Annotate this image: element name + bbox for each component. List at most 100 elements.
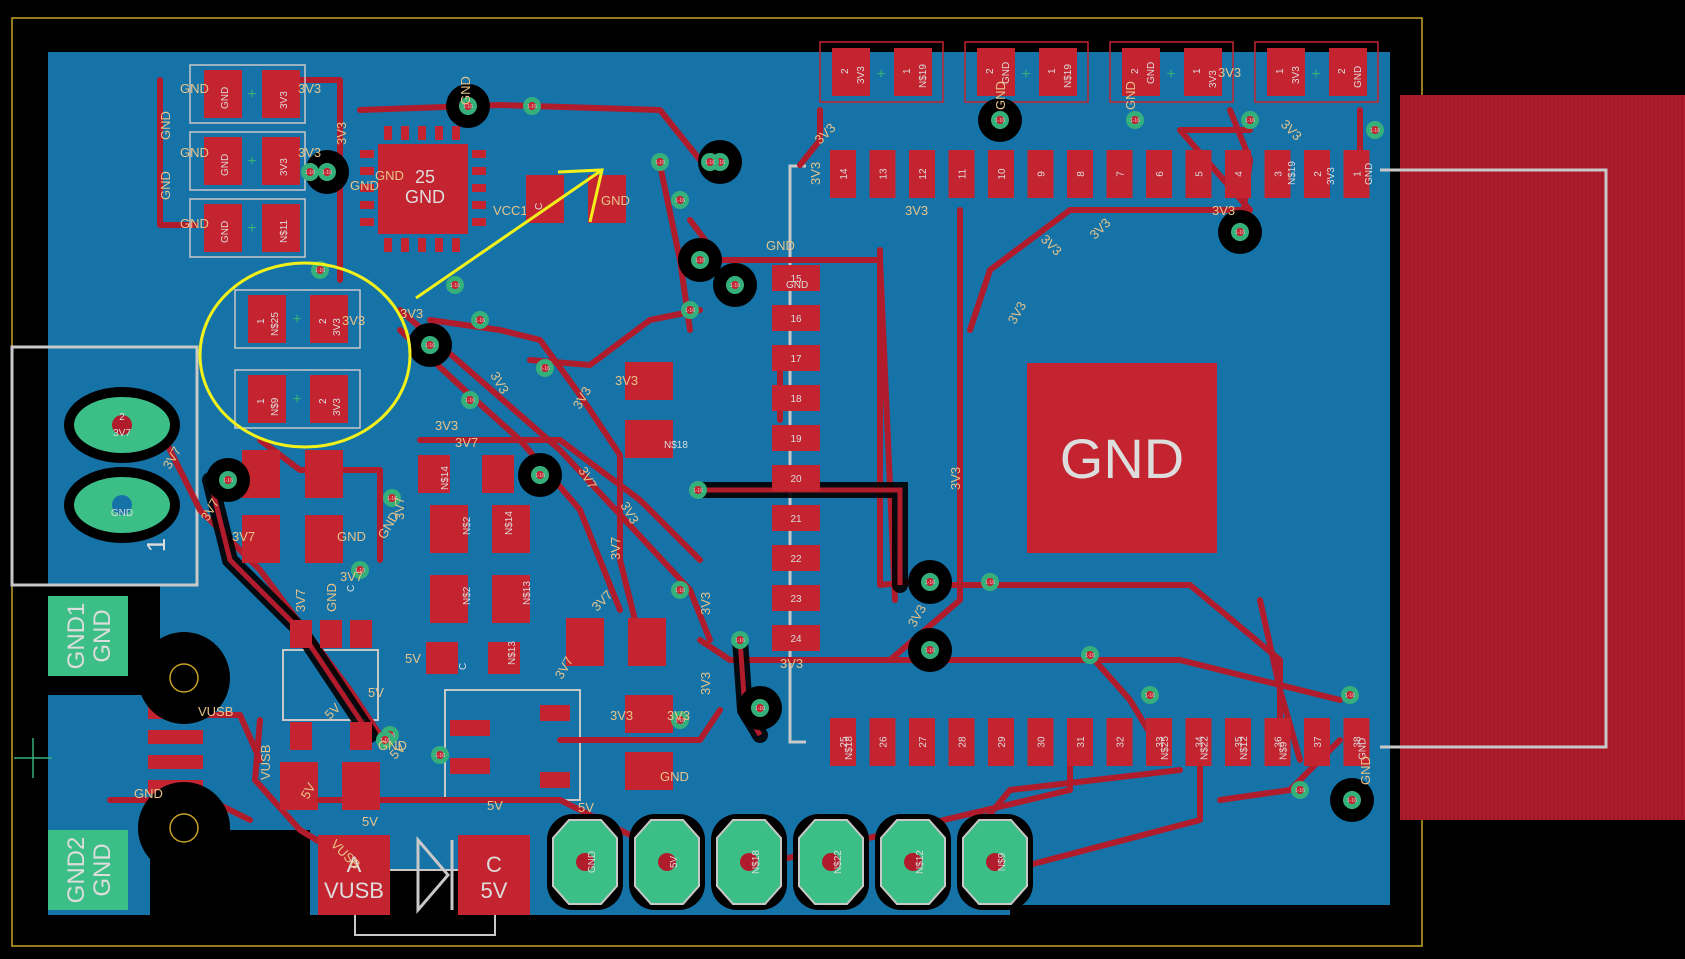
- svg-text:N$9: N$9: [1279, 741, 1290, 760]
- svg-text:+: +: [247, 86, 256, 103]
- svg-text:N$9: N$9: [270, 397, 281, 416]
- top-header-pin-8: 8: [1067, 150, 1093, 198]
- svg-text:1-16: 1-16: [527, 104, 537, 110]
- gnd1-pad[interactable]: [48, 596, 128, 676]
- smd-parts: [148, 175, 673, 810]
- via: 1-16: [351, 561, 369, 579]
- bottom-connector-pin-6[interactable]: N$9: [957, 814, 1033, 910]
- svg-text:GND: GND: [1364, 163, 1375, 185]
- via: 1-16: [206, 458, 250, 502]
- net-label: GND: [1123, 81, 1138, 110]
- connector-pin2-num: 2: [119, 412, 125, 423]
- svg-text:1-16: 1-16: [475, 318, 485, 324]
- net-label: 5V: [298, 780, 319, 802]
- svg-text:N$11: N$11: [279, 219, 290, 243]
- svg-text:1-16: 1-16: [655, 160, 665, 166]
- connector-hole: [112, 495, 132, 515]
- svg-text:7: 7: [1116, 171, 1127, 177]
- svg-text:33: 33: [1155, 736, 1166, 748]
- svg-text:1-16: 1-16: [755, 706, 765, 712]
- svg-text:1: 1: [1353, 171, 1364, 177]
- net-label: 3V3: [400, 306, 423, 321]
- via: 1-16: [376, 731, 394, 749]
- svg-text:1-16: 1-16: [1130, 118, 1140, 124]
- diode-cathode-letter: C: [486, 852, 502, 877]
- annotation-circle: [198, 261, 412, 449]
- svg-text:+: +: [292, 391, 301, 408]
- net-label: 3V3: [298, 145, 321, 160]
- svg-text:+: +: [292, 311, 301, 328]
- svg-text:1-16: 1-16: [463, 104, 473, 110]
- via: 1-16: [1341, 686, 1359, 704]
- svg-text:1: 1: [256, 398, 267, 404]
- diode-cathode-net: 5V: [481, 878, 508, 903]
- svg-text:37: 37: [1313, 736, 1324, 748]
- svg-text:5: 5: [1195, 171, 1206, 177]
- svg-text:13: 13: [879, 168, 890, 180]
- svg-text:+: +: [247, 153, 256, 170]
- svg-text:22: 22: [790, 554, 802, 565]
- gnd2-label: GND2: [63, 837, 90, 904]
- bottom-connector-pin-3[interactable]: N$18: [711, 814, 787, 910]
- top-header-pin-6: 6: [1146, 150, 1172, 198]
- bottom-header-pin-37: 37: [1304, 718, 1330, 766]
- mounting-hole: [138, 782, 230, 874]
- svg-text:1-16: 1-16: [540, 366, 550, 372]
- via: 1-16: [981, 573, 999, 591]
- gnd2-net: GND: [89, 843, 116, 896]
- svg-text:3V3: 3V3: [1208, 70, 1219, 88]
- part-label: N$18: [664, 440, 688, 451]
- gnd2-pad[interactable]: [48, 830, 128, 910]
- part-label: N$2: [462, 516, 473, 535]
- left-header-pin-18: 18: [772, 385, 820, 411]
- top-header-pin-12: 12: [909, 150, 935, 198]
- via: 1-16: [671, 581, 689, 599]
- svg-text:12: 12: [918, 168, 929, 180]
- top-header-pin-5: 5: [1185, 150, 1212, 198]
- bottom-connector-pin-2[interactable]: 5V: [629, 814, 705, 910]
- via: 1-16: [1141, 686, 1159, 704]
- part-label: N$14: [504, 511, 515, 535]
- net-label: 3V7: [232, 529, 255, 544]
- svg-text:1-16: 1-16: [435, 753, 445, 759]
- via: 1-16: [301, 163, 319, 181]
- net-label: 3V3: [342, 313, 365, 328]
- svg-text:N$25: N$25: [270, 312, 281, 336]
- net-label: 3V3: [1218, 65, 1241, 80]
- svg-text:17: 17: [790, 354, 802, 365]
- svg-text:N$25: N$25: [1160, 736, 1171, 760]
- via: 1-16: [431, 746, 449, 764]
- top-header-pin-4: 4: [1225, 150, 1251, 198]
- top-header-pin-2: 2: [1304, 150, 1330, 198]
- svg-text:1-16: 1-16: [1245, 118, 1255, 124]
- svg-text:1-16: 1-16: [735, 638, 745, 644]
- bottom-header-pin-29: 29: [988, 718, 1014, 766]
- bottom-connector-pin-5[interactable]: N$12: [875, 814, 951, 910]
- svg-text:2: 2: [1313, 171, 1324, 177]
- bottom-connector-pin-4[interactable]: N$22: [793, 814, 869, 910]
- qfn-chip-pins: [360, 126, 486, 252]
- bottom-header-pin-25: 25: [830, 718, 856, 766]
- svg-text:1-16: 1-16: [693, 488, 703, 494]
- net-label: GND: [1358, 756, 1373, 785]
- svg-text:1-16: 1-16: [1235, 230, 1245, 236]
- svg-text:GND: GND: [786, 280, 808, 291]
- svg-text:36: 36: [1274, 736, 1285, 748]
- part-label: C: [346, 585, 357, 592]
- left-header-pin-15: 15: [772, 265, 820, 291]
- svg-text:GND: GND: [587, 851, 598, 873]
- left-header-pin-16: 16: [772, 305, 820, 331]
- svg-text:1-16: 1-16: [223, 478, 233, 484]
- svg-text:6: 6: [1155, 171, 1166, 177]
- svg-text:GND: GND: [1353, 66, 1364, 88]
- bottom-connector-pin-1[interactable]: GND: [547, 814, 623, 910]
- via: 1-16: [536, 359, 554, 377]
